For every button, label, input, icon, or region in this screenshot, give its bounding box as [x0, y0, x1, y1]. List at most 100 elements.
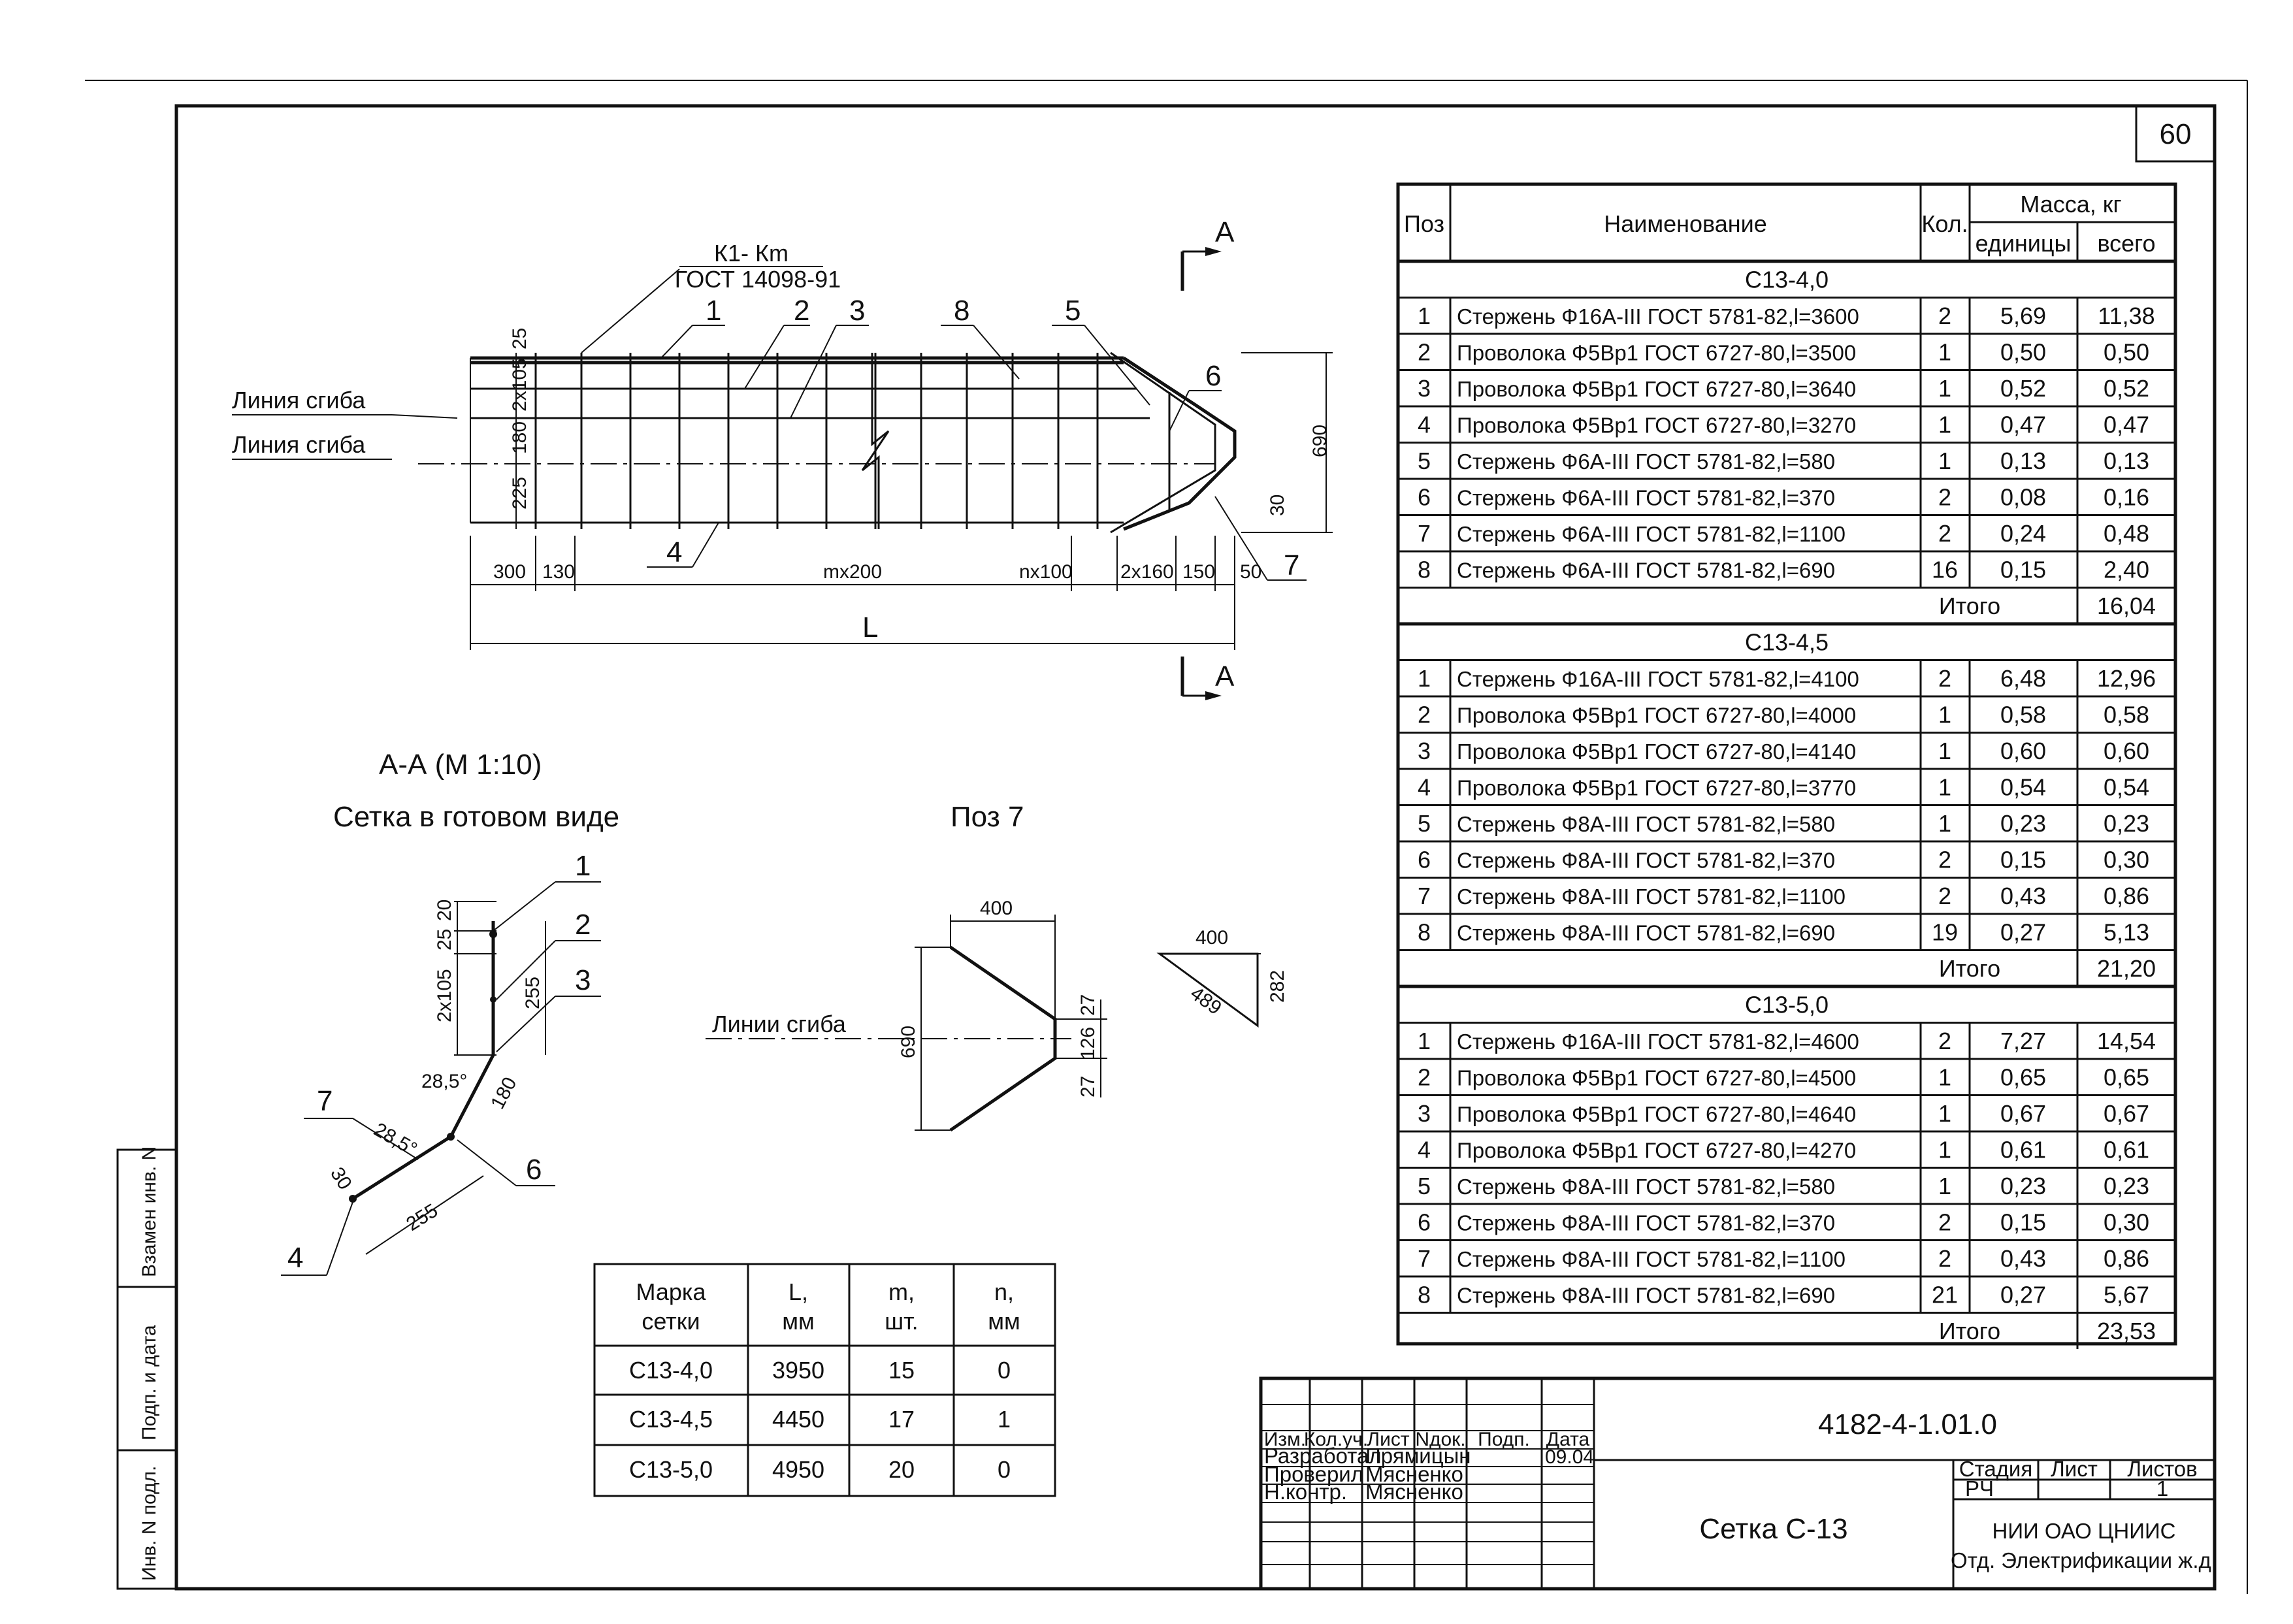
- spec-pos: 7: [1418, 1245, 1431, 1272]
- mesh-cell: 17: [888, 1406, 915, 1433]
- spec-unit-mass: 0,43: [2000, 1245, 2046, 1272]
- spec-pos: 8: [1418, 1282, 1431, 1308]
- spec-name: Стержень Ф8А-III ГОСТ 5781-82,l=690: [1457, 1284, 1835, 1308]
- section-mark-top: A: [1180, 216, 1235, 291]
- spec-name: Проволока Ф5Вр1 ГОСТ 6727-80,l=4000: [1457, 704, 1856, 728]
- plan-position-labels: 1 2 3 8 5 6 4 7: [647, 295, 1307, 581]
- hdim-mx200: mx200: [823, 561, 882, 583]
- spec-unit-mass: 5,69: [2000, 302, 2046, 329]
- spec-total-mass: 5,67: [2104, 1282, 2149, 1308]
- spec-name: Проволока Ф5Вр1 ГОСТ 6727-80,l=3640: [1457, 377, 1856, 401]
- spec-qty: 1: [1938, 774, 1951, 801]
- mesh-cell: 4950: [772, 1456, 824, 1483]
- spec-name: Стержень Ф8А-III ГОСТ 5781-82,l=1100: [1457, 1247, 1846, 1271]
- spec-total-mass: 0,23: [2104, 1173, 2149, 1199]
- spec-qty: 2: [1938, 883, 1951, 909]
- section-subtitle: Сетка в готовом виде: [333, 801, 619, 833]
- spec-name: Проволока Ф5Вр1 ГОСТ 6727-80,l=4140: [1457, 739, 1856, 764]
- sec-dim-255b: 255: [402, 1199, 442, 1235]
- spec-name: Проволока Ф5Вр1 ГОСТ 6727-80,l=3770: [1457, 776, 1856, 800]
- spec-name: Проволока Ф5Вр1 ГОСТ 6727-80,l=3270: [1457, 414, 1856, 438]
- spec-qty: 2: [1938, 520, 1951, 547]
- spec-total-mass: 11,38: [2098, 302, 2155, 329]
- spec-unit-mass: 0,08: [2000, 484, 2046, 511]
- org-line-2: Отд. Электрификации ж.д.: [1951, 1548, 2217, 1572]
- spec-qty: 1: [1938, 447, 1951, 474]
- pos7-dim-27a: 27: [1077, 994, 1099, 1016]
- tb-col-header: Изм.: [1264, 1429, 1306, 1450]
- triangle-282: 282: [1267, 970, 1288, 1003]
- hdim-50: 50: [1240, 561, 1261, 583]
- spec-total-mass: 0,30: [2104, 1209, 2149, 1236]
- spec-unit-mass: 0,58: [2000, 702, 2046, 728]
- tb-name: Мясненко: [1365, 1462, 1463, 1486]
- spec-pos: 4: [1418, 412, 1431, 438]
- plan-pos-7: 7: [1284, 549, 1299, 581]
- spec-name: Стержень Ф8А-III ГОСТ 5781-82,l=580: [1457, 812, 1835, 836]
- spec-unit-mass: 0,27: [2000, 1282, 2046, 1308]
- spec-header-qty: Кол.: [1921, 210, 1968, 237]
- pos7-dim-27b: 27: [1077, 1076, 1099, 1097]
- sec-pos-4: 4: [287, 1242, 303, 1274]
- spec-qty: 16: [1932, 557, 1958, 583]
- pos7-title: Поз 7: [951, 801, 1024, 833]
- mesh-header-2: m,: [888, 1278, 915, 1305]
- spec-name: Стержень Ф6А-III ГОСТ 5781-82,l=370: [1457, 486, 1835, 510]
- spec-group-title: С13-4,0: [1745, 267, 1829, 293]
- plan-pos-1: 1: [706, 295, 721, 327]
- spec-name: Проволока Ф5Вр1 ГОСТ 6727-80,l=4500: [1457, 1066, 1856, 1090]
- spec-total-mass: 0,23: [2104, 810, 2149, 837]
- spec-pos: 1: [1418, 665, 1431, 692]
- plan-pos-8: 8: [954, 295, 969, 327]
- spec-total-mass: 0,60: [2104, 738, 2149, 764]
- vdim-2x105: 2x105: [509, 358, 530, 412]
- spec-group-total: 23,53: [2097, 1318, 2156, 1344]
- bent-end-inner: [1110, 351, 1216, 534]
- spec-total-mass: 0,58: [2104, 702, 2149, 728]
- spec-group-total: 16,04: [2097, 593, 2156, 619]
- spec-total-mass: 0,86: [2104, 1245, 2149, 1272]
- spec-qty: 2: [1938, 1028, 1951, 1054]
- stamp-inv-podl: Инв. N подл.: [138, 1466, 160, 1581]
- page-number-box: 60: [2135, 105, 2216, 163]
- spec-unit-mass: 0,52: [2000, 375, 2046, 402]
- spec-unit-mass: 6,48: [2000, 665, 2046, 692]
- plan-view: Линия сгиба Линия сгиба К1- Кm ГОСТ 1409…: [232, 216, 1333, 700]
- spec-qty: 19: [1932, 919, 1958, 946]
- tb-col-header: Nдок.: [1415, 1429, 1465, 1450]
- spec-unit-mass: 7,27: [2000, 1028, 2046, 1054]
- sec-pos-6: 6: [526, 1154, 542, 1186]
- sheets-header: Листов: [2127, 1457, 2197, 1481]
- transverse-bars: [534, 353, 1099, 529]
- triangle-400: 400: [1195, 927, 1228, 949]
- section-mark-bottom: A: [1180, 657, 1235, 700]
- spec-unit-mass: 0,47: [2000, 412, 2046, 438]
- spec-qty: 1: [1938, 412, 1951, 438]
- tb-role: Проверил: [1264, 1462, 1363, 1486]
- hdim-130: 130: [542, 561, 575, 583]
- spec-total-label: Итого: [1939, 1318, 2000, 1344]
- spec-qty: 1: [1938, 738, 1951, 764]
- tb-col-header: Кол.уч.: [1304, 1429, 1368, 1450]
- spec-unit-mass: 0,27: [2000, 919, 2046, 946]
- spec-qty: 1: [1938, 339, 1951, 366]
- mesh-header-0: Марка: [636, 1278, 707, 1305]
- spec-name: Стержень Ф16А-III ГОСТ 5781-82,l=4600: [1457, 1030, 1859, 1054]
- sec-angle-1: 28,5°: [421, 1071, 467, 1092]
- bend-line-label-1: Линия сгиба: [232, 387, 366, 414]
- pos7-detail: Поз 7 Линии сгиба 400 690 27 126 27 400 …: [706, 801, 1288, 1132]
- spec-qty: 1: [1938, 1064, 1951, 1091]
- spec-pos: 4: [1418, 1137, 1431, 1163]
- mesh-header-0-b: сетки: [642, 1308, 700, 1335]
- spec-unit-mass: 0,15: [2000, 557, 2046, 583]
- spec-pos: 6: [1418, 847, 1431, 873]
- spec-qty: 2: [1938, 847, 1951, 873]
- sec-pos-2: 2: [575, 909, 591, 941]
- mesh-header-3-b: мм: [988, 1308, 1020, 1335]
- hdim-150: 150: [1182, 561, 1215, 583]
- spec-qty: 1: [1938, 1173, 1951, 1199]
- triangle-489: 489: [1186, 983, 1226, 1019]
- spec-unit-mass: 0,60: [2000, 738, 2046, 764]
